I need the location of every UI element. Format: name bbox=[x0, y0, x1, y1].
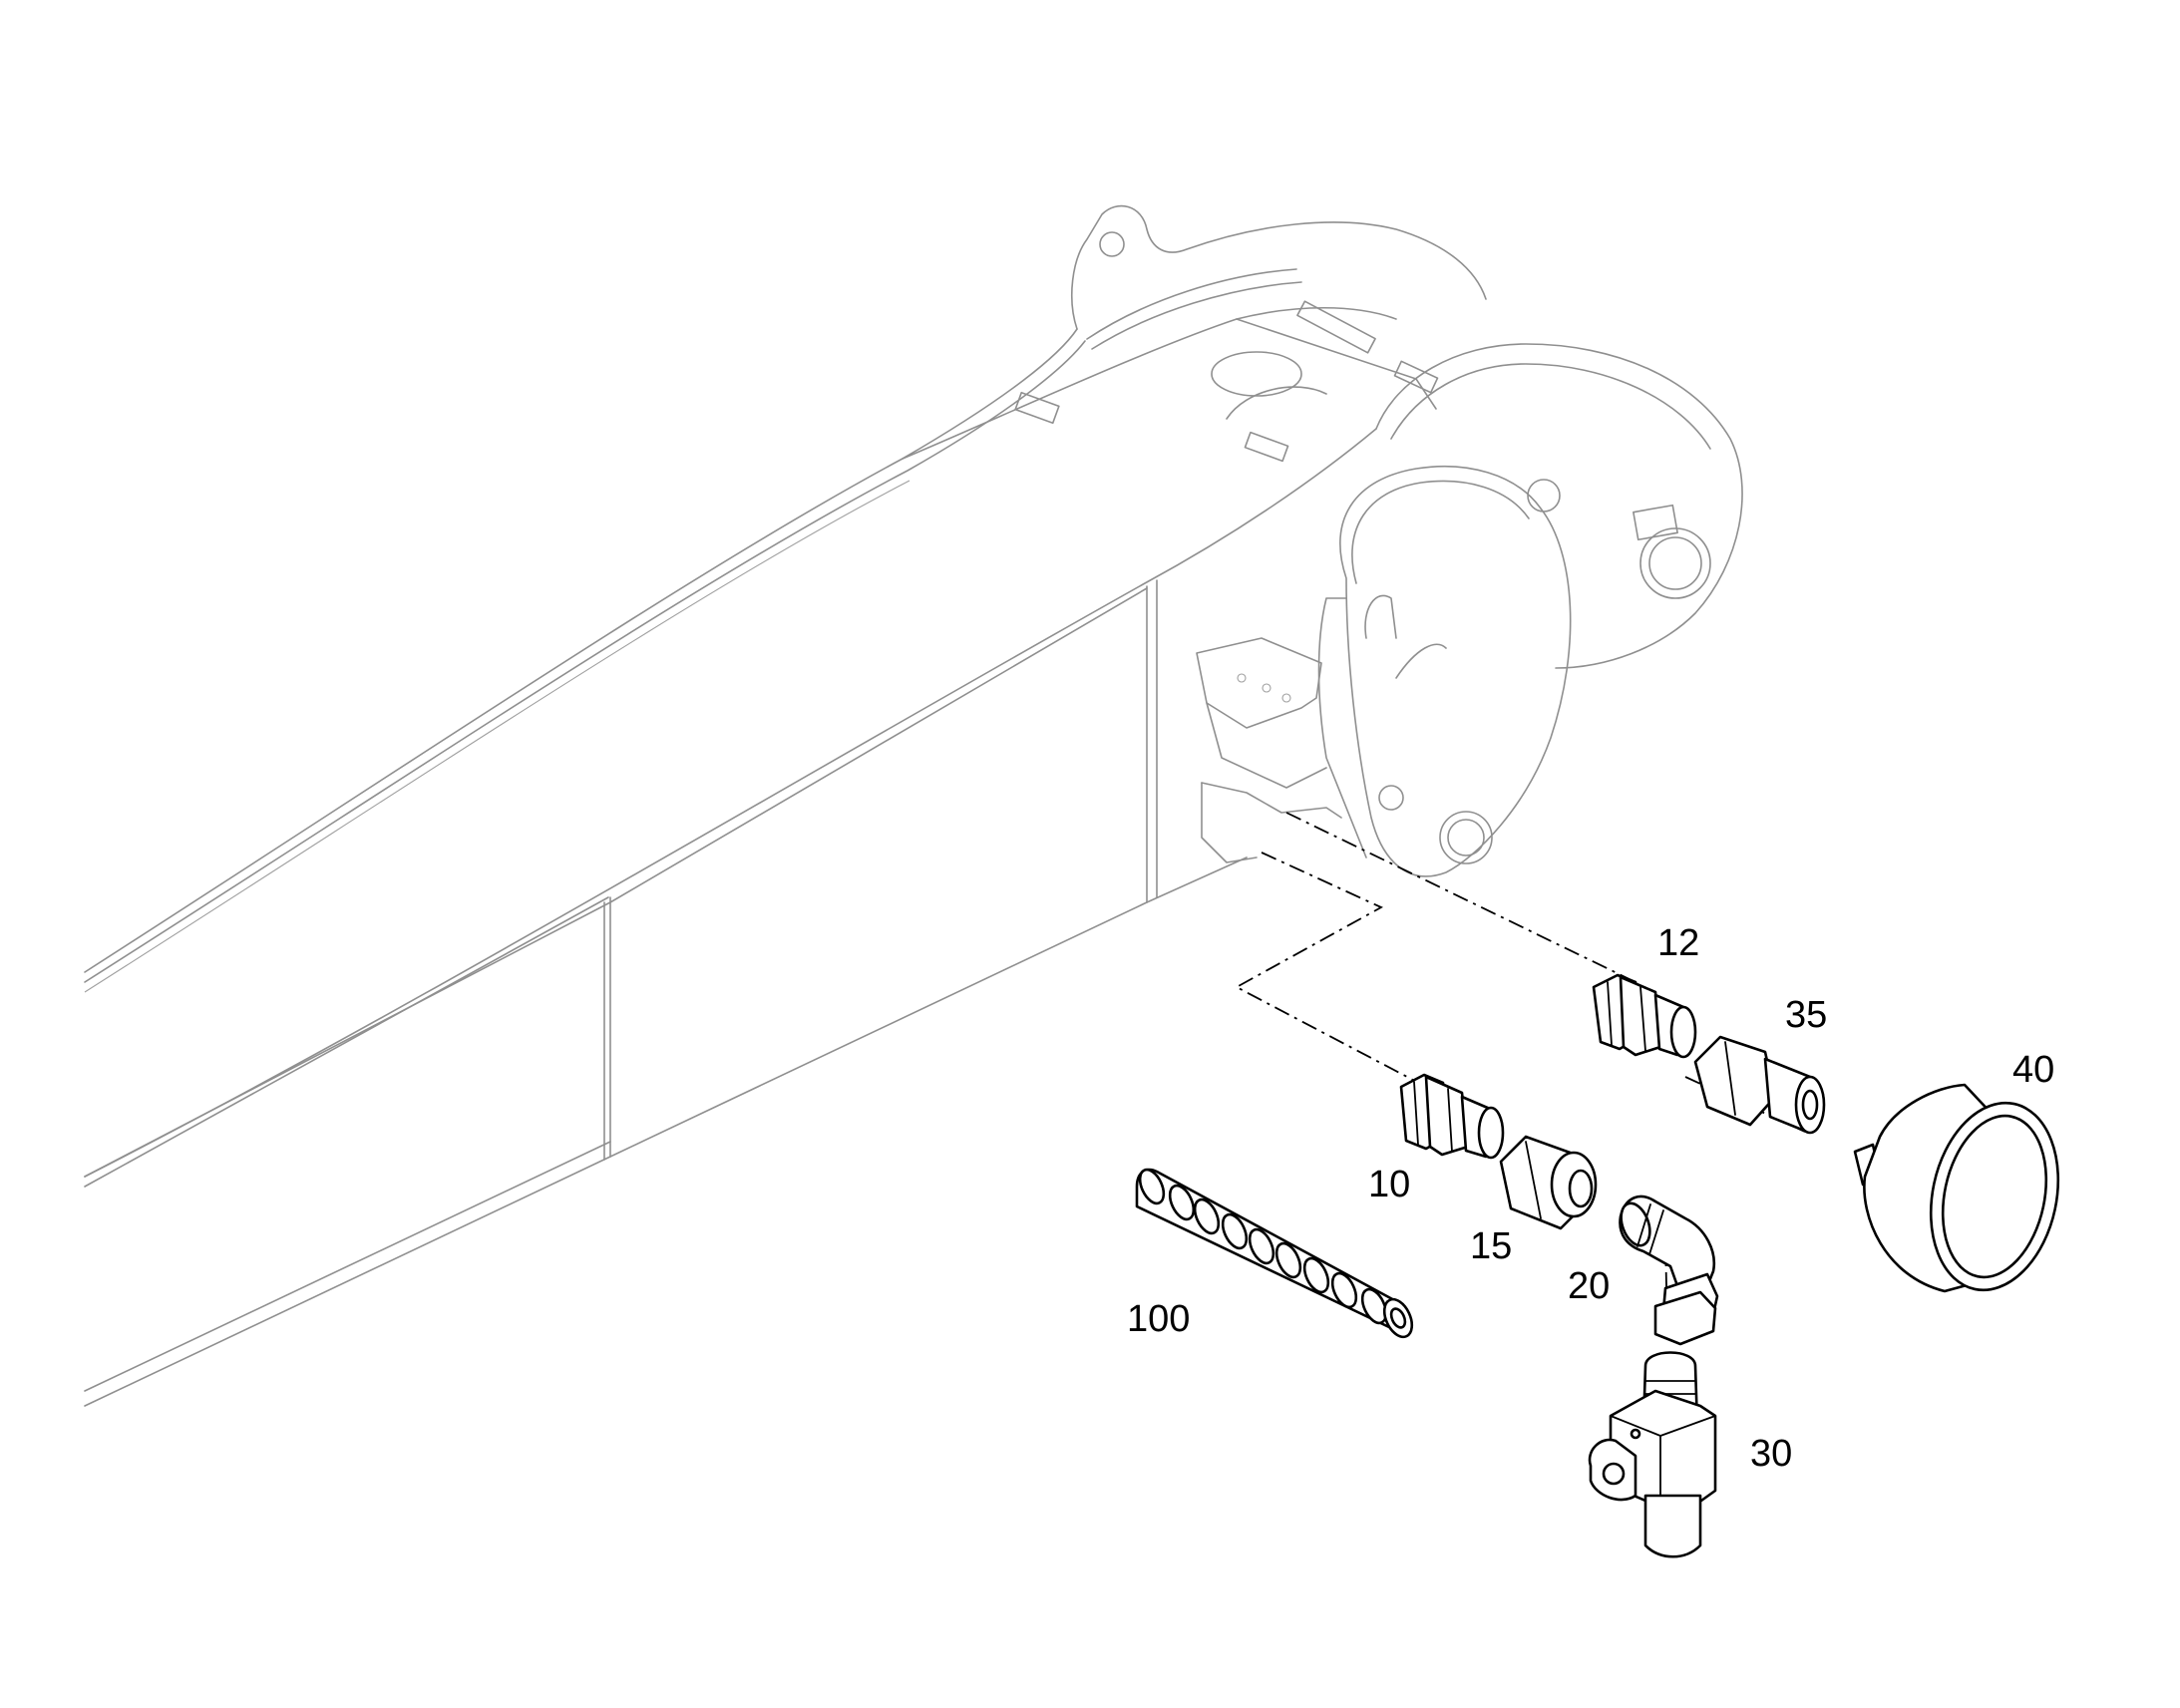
callout-30: 30 bbox=[1750, 1433, 1792, 1475]
callout-15: 15 bbox=[1470, 1225, 1512, 1267]
callout-100: 100 bbox=[1127, 1298, 1190, 1340]
part-30-valve bbox=[1588, 1351, 1717, 1558]
part-20-elbow bbox=[1619, 1195, 1719, 1346]
tube-ribs bbox=[1138, 1168, 1414, 1339]
part-35-coupling bbox=[1693, 1035, 1826, 1135]
boom-arm-outline bbox=[84, 204, 1743, 1407]
callout-10: 10 bbox=[1368, 1164, 1410, 1205]
part-10-adapter bbox=[1399, 1073, 1505, 1160]
part-40-gauge bbox=[1853, 1083, 2060, 1293]
callout-40: 40 bbox=[2012, 1049, 2054, 1091]
callout-20: 20 bbox=[1568, 1265, 1610, 1307]
callout-35: 35 bbox=[1785, 994, 1827, 1036]
callout-12: 12 bbox=[1657, 922, 1699, 964]
callout-labels: 12 35 40 10 15 20 100 30 bbox=[1127, 922, 2054, 1475]
part-15-nut bbox=[1499, 1135, 1598, 1230]
part-12-adapter bbox=[1592, 973, 1697, 1059]
part-100-tube bbox=[1135, 1168, 1414, 1339]
